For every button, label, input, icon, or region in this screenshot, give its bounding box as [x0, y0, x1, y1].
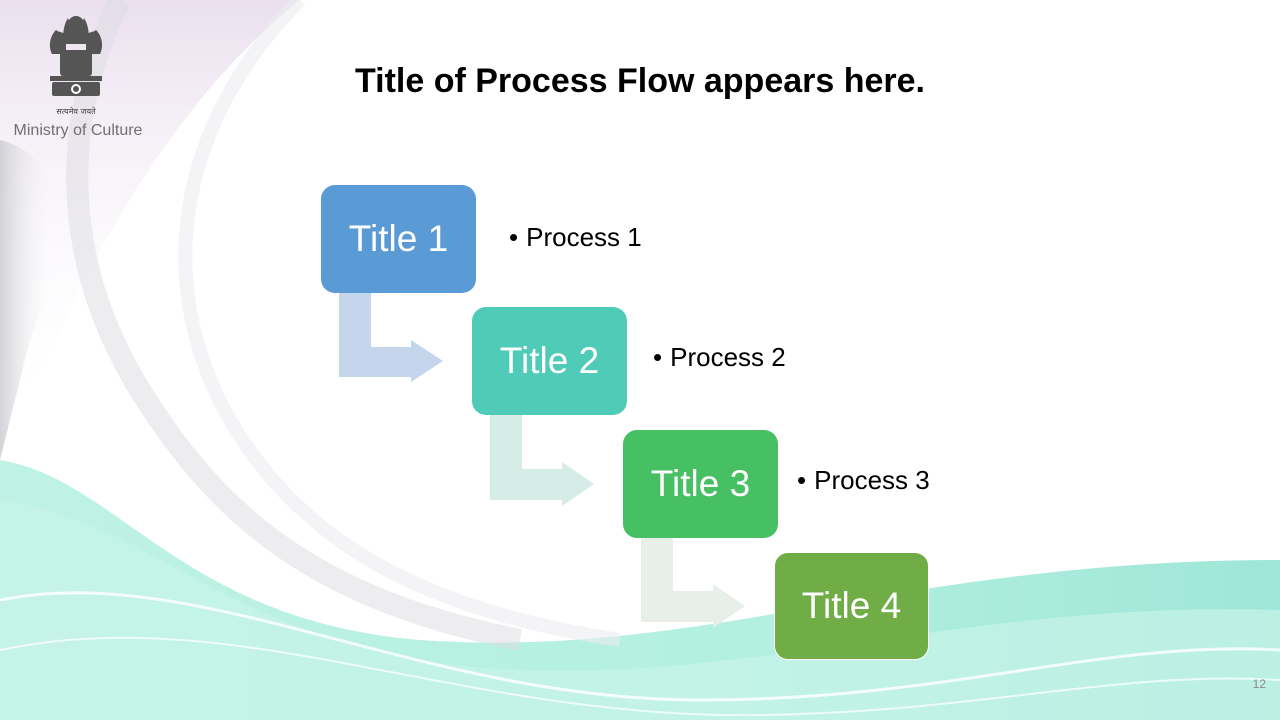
process-label-1: Process 1 [526, 222, 642, 252]
connector-arrow-3 [641, 537, 745, 628]
process-label-3: Process 3 [814, 465, 930, 495]
bullet-icon: • [797, 465, 807, 495]
connector-arrow-2 [490, 415, 594, 506]
page-title: Title of Process Flow appears here. [354, 62, 925, 100]
national-emblem-icon: सत्यमेव जयते [40, 10, 112, 122]
flow-step-title-4: Title 4 [774, 552, 929, 660]
connector-arrow-1 [339, 293, 443, 382]
flow-step-title-3: Title 3 [623, 430, 778, 538]
page-number: 12 [1252, 677, 1266, 691]
process-item-2: •Process 2 [653, 342, 786, 373]
ministry-label: Ministry of Culture [13, 122, 143, 139]
flow-step-title-1: Title 1 [321, 185, 476, 293]
process-item-1: •Process 1 [509, 222, 642, 253]
bullet-icon: • [509, 222, 519, 252]
flow-step-title-2: Title 2 [472, 307, 627, 415]
process-label-2: Process 2 [670, 342, 786, 372]
process-item-3: •Process 3 [797, 465, 930, 496]
emblem-motto: सत्यमेव जयते [56, 106, 96, 116]
bullet-icon: • [653, 342, 663, 372]
